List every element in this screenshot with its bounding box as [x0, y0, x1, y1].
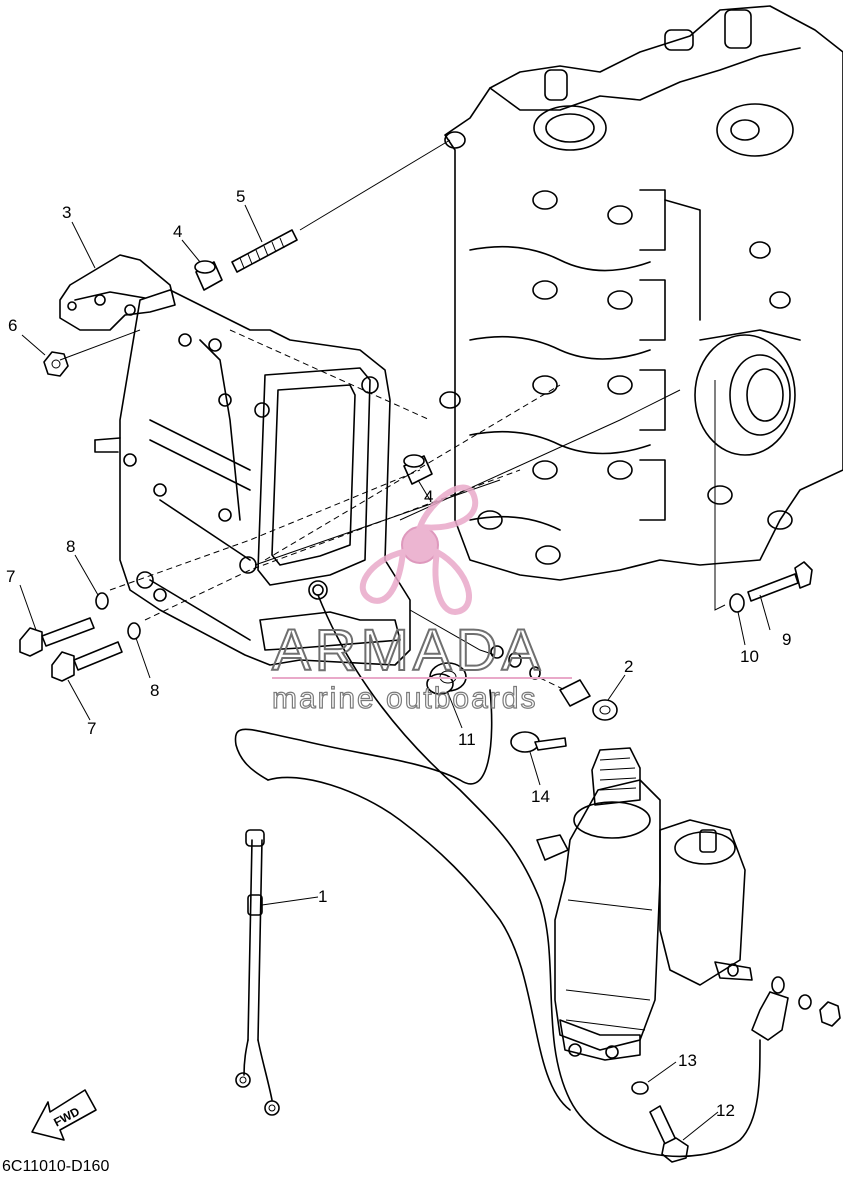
part-9-bolt [747, 561, 813, 602]
starter-motor [536, 747, 753, 1061]
callout-7-upper: 7 [6, 567, 15, 586]
part-14-clamp [510, 731, 567, 753]
terminal-washer-1 [798, 994, 812, 1010]
part-3-bracket [59, 254, 176, 331]
part-5-stud [231, 229, 298, 273]
drawing-code: 6C11010-D160 [2, 1158, 109, 1175]
callout-4-upper: 4 [173, 222, 182, 241]
callout-13: 13 [678, 1051, 697, 1070]
part-7-bolt-upper [19, 617, 95, 657]
callout-6: 6 [8, 316, 17, 335]
part-1-wire-harness [234, 594, 761, 1158]
callout-9: 9 [782, 630, 791, 649]
part-12-bolt [649, 1105, 689, 1163]
watermark: ARMADA marine outboards [271, 484, 572, 716]
watermark-subtitle: marine outboards [272, 682, 537, 715]
callout-5: 5 [236, 187, 245, 206]
part-7-bolt-lower [51, 641, 123, 682]
fwd-arrow-icon: FWD [31, 1089, 97, 1141]
callouts: 3 4 5 6 4 8 7 8 7 9 10 2 11 14 1 13 12 [6, 187, 791, 1120]
callout-11: 11 [458, 730, 476, 749]
callout-3: 3 [62, 203, 71, 222]
callout-8-upper: 8 [66, 537, 75, 556]
alignment-lines [59, 139, 726, 691]
small-washer-a [508, 652, 522, 668]
part-8-washer-upper [95, 592, 109, 610]
callout-8-lower: 8 [150, 681, 159, 700]
callout-12: 12 [716, 1101, 735, 1120]
engine-block [439, 5, 843, 581]
callout-7-lower: 7 [87, 719, 96, 738]
callout-1: 1 [318, 887, 327, 906]
callout-2: 2 [624, 657, 633, 676]
terminal-nut [819, 1001, 841, 1027]
part-4-sleeve-lower [403, 454, 433, 485]
cable-lug [751, 976, 789, 1041]
callout-4-lower: 4 [424, 487, 433, 506]
callout-10: 10 [740, 647, 759, 666]
part-2-cap [559, 679, 618, 721]
part-6-nut [43, 351, 69, 377]
electrical-bracket [94, 289, 411, 666]
part-4-sleeve-upper [194, 260, 223, 291]
part-13-washer [631, 1081, 649, 1095]
part-10-washer [729, 593, 745, 613]
callout-14: 14 [531, 787, 550, 806]
part-8-washer-lower [127, 622, 141, 640]
watermark-title: ARMADA [272, 618, 544, 683]
propeller-logo-icon [359, 484, 479, 616]
leader-lines [19, 204, 771, 1141]
